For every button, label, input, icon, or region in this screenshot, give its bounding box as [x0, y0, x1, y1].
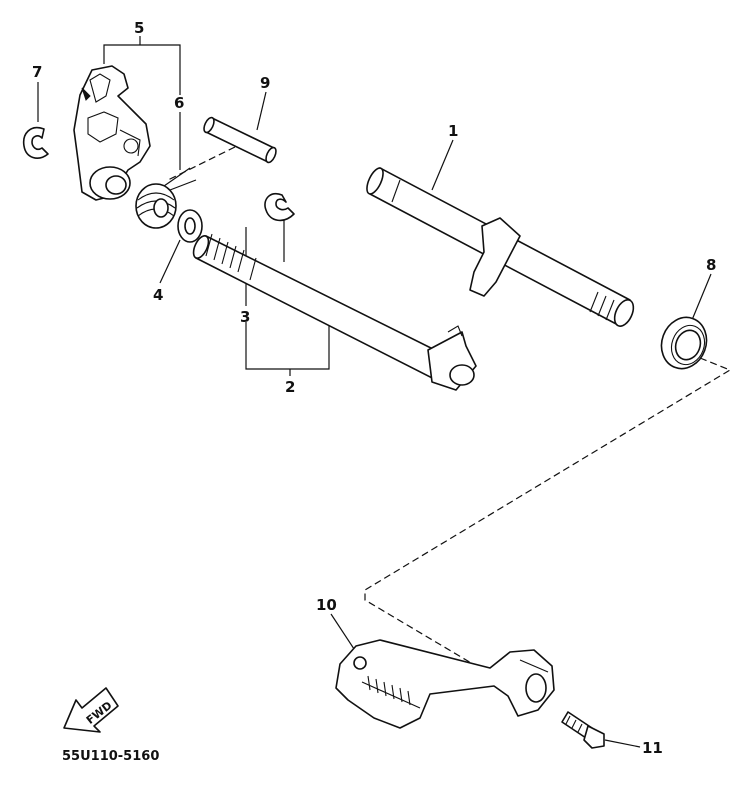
callout-1: 1 — [448, 122, 458, 140]
callout-5: 5 — [134, 19, 144, 37]
callout-4: 4 — [153, 286, 163, 304]
callout-3: 3 — [240, 308, 250, 326]
dowel-pin — [203, 116, 277, 164]
stopper-shaft — [366, 167, 635, 327]
callout-7: 7 — [32, 63, 42, 81]
callout-11: 11 — [642, 739, 663, 757]
return-spring — [135, 167, 197, 229]
callout-10: 10 — [316, 596, 337, 614]
circlip-left — [22, 127, 49, 159]
fwd-arrow-icon: FWD — [63, 687, 119, 733]
oil-seal — [660, 316, 708, 370]
callout-6: 6 — [174, 94, 184, 112]
circlip-center — [264, 192, 295, 222]
shift-arm-assembly — [73, 65, 151, 201]
shift-pedal — [335, 639, 555, 729]
drawing-code: 55U110-5160 — [62, 749, 159, 764]
pinch-bolt — [561, 711, 605, 749]
callout-9: 9 — [260, 74, 270, 92]
callout-8: 8 — [706, 256, 716, 274]
callout-numbers: 1 2 3 4 5 6 7 8 9 10 11 — [32, 19, 716, 757]
washer — [177, 209, 203, 243]
alignment-lines — [167, 146, 732, 671]
shift-shaft — [192, 233, 477, 391]
callout-2: 2 — [285, 378, 295, 396]
